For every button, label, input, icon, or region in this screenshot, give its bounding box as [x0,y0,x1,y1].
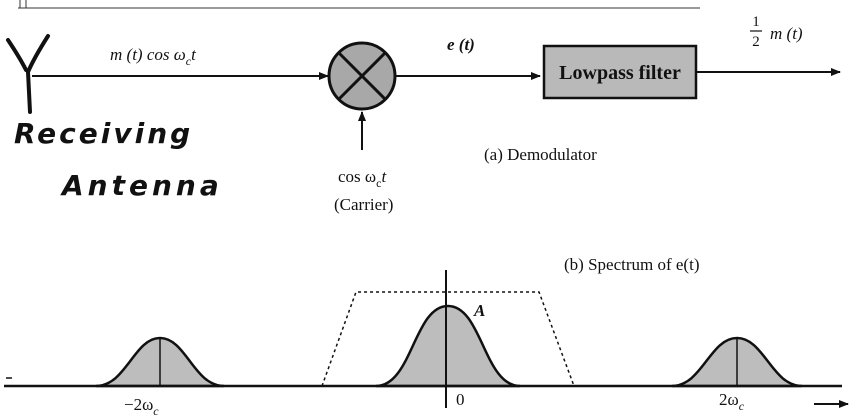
lowpass-filter-label: Lowpass filter [559,62,681,84]
spectrum-lobe-center [375,304,521,388]
peak-label: A [473,301,485,320]
filter-response-dashed [321,291,575,387]
spectrum-caption: (b) Spectrum of e(t) [564,255,699,274]
mixer-output-label: e (t) [447,35,475,54]
antenna-icon [6,34,50,114]
lowpass-filter-box [542,44,698,100]
svg-text:m (t): m (t) [770,24,803,43]
annotation-receiving: Receiving [14,117,193,150]
input-signal-label: m (t) cos ωct [110,45,197,68]
annotation-antenna: Antenna [60,169,223,202]
svg-text:2: 2 [752,34,760,50]
top-border-fragment [18,0,700,9]
demodulator-caption: (a) Demodulator [484,145,597,164]
output-label: 1 2 m (t) [750,14,803,50]
carrier-caption: (Carrier) [334,195,393,214]
svg-text:1: 1 [752,14,760,30]
tick-label-left: −2ωc [124,395,159,417]
tick-label-center: 0 [456,390,465,409]
mixer-multiplier [327,41,397,111]
spectrum-plot: A −2ωc 0 2ωc [4,270,849,417]
carrier-label: cos ωct [338,167,387,190]
tick-label-right: 2ωc [719,390,745,413]
